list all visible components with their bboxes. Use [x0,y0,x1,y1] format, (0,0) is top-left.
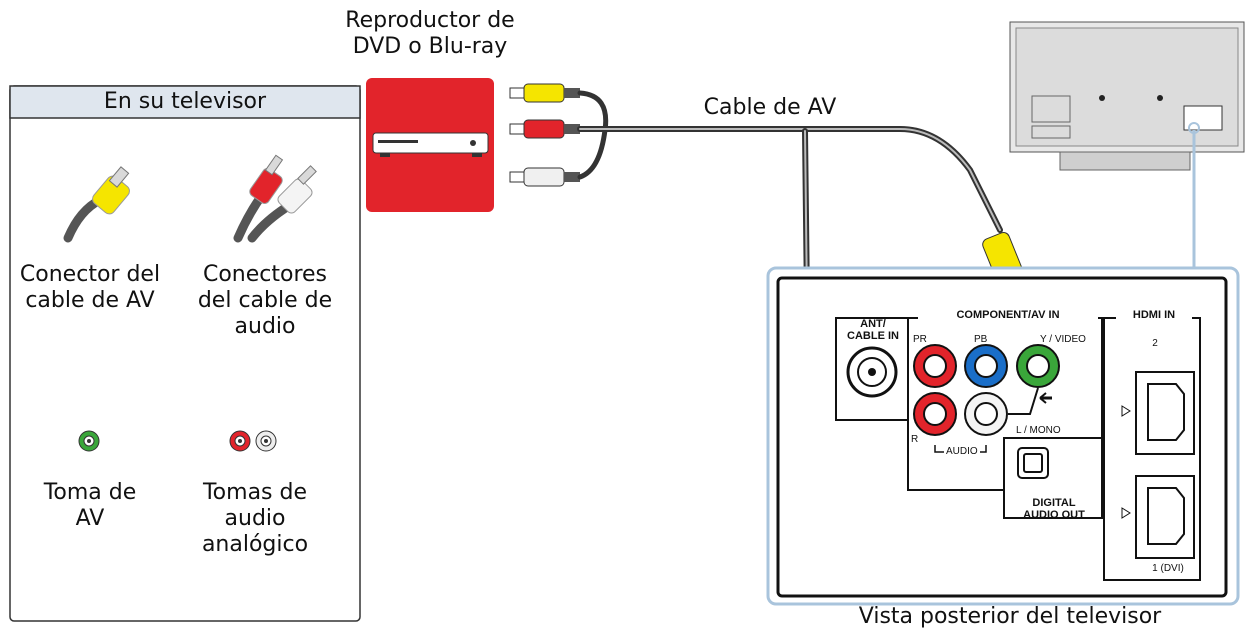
dvd-label: Reproductor de DVD o Blu-ray [320,8,540,60]
y-video-jack [1016,344,1060,388]
label-line: CABLE IN [847,330,899,342]
label-line: Toma de [43,480,137,505]
label-line: Conectores [202,262,328,287]
dvd-label-line2: DVD o Blu-ray [352,34,508,59]
tv-rear-view-label: Vista posterior del televisor [858,604,1162,629]
label-line: audio [224,506,286,531]
label-line: audio [234,314,296,339]
ant-label: ANT/ CABLE IN [838,318,908,342]
av-connector-label: Conector del cable de AV [15,262,165,314]
cable-label: Cable de AV [703,95,837,120]
l-mono-label: L / MONO [1016,425,1061,436]
analog-audio-jacks-label: Tomas de audio analógico [175,480,335,558]
label-line: Conector del [19,262,161,287]
av-jack-label: Toma de AV [15,480,165,532]
av-connector-icon [63,166,130,243]
label-line: analógico [201,532,309,557]
label-line: del cable de [197,288,333,313]
info-panel-header [9,85,361,119]
hdmi1-label: 1 (DVI) [1152,563,1184,574]
label-line: ANT/ [860,318,886,330]
audio-l-jack [964,392,1008,436]
pb-label: PB [974,334,988,345]
pb-jack [964,344,1008,388]
panel-title: En su televisor [103,89,267,114]
hdmi2-port [1121,371,1195,455]
hdmi-label: HDMI IN [1116,309,1192,321]
mono-arrow [1008,387,1039,415]
label-line: DIGITAL [1032,497,1076,509]
av-jack-icon [78,430,100,452]
audio-r-jack [913,392,957,436]
dvd-player-icon [366,78,494,212]
analog-audio-jacks-icon [229,430,277,452]
label-line: AV [75,506,105,531]
r-label: R [911,434,919,445]
audio-label: AUDIO [944,446,980,457]
label-line: Tomas de [202,480,308,505]
y-video-label: Y / VIDEO [1040,334,1086,345]
hdmi1-port [1121,475,1195,559]
audio-connectors-icon [233,154,317,243]
component-label: COMPONENT/AV IN [918,309,1098,321]
dvd-label-line1: Reproductor de [345,8,515,33]
label-line: cable de AV [25,288,155,313]
digital-audio-label: DIGITAL AUDIO OUT [1006,497,1102,521]
dvd-rca-plugs [509,83,580,187]
hdmi2-label: 2 [1152,338,1158,349]
pr-jack [913,344,957,388]
pr-label: PR [913,334,927,345]
label-line: AUDIO OUT [1023,509,1085,521]
audio-connectors-label: Conectores del cable de audio [185,262,345,340]
tv-back-icon [1009,21,1245,171]
